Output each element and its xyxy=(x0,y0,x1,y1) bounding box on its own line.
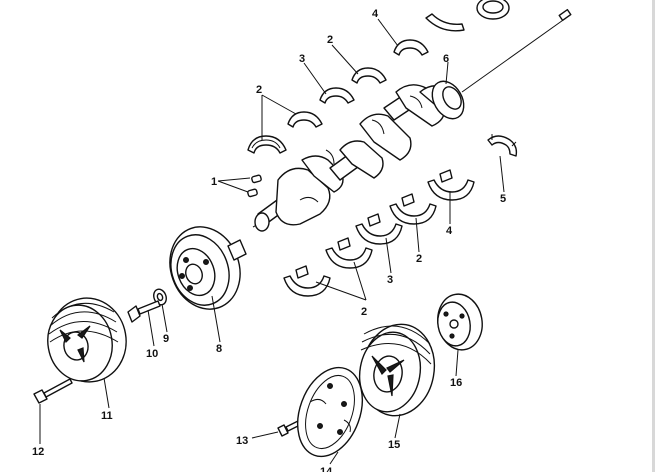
leader-lines xyxy=(39,18,505,465)
lower-bearing-shell-c xyxy=(355,213,403,245)
callout-3-upper: 3 xyxy=(299,53,305,65)
bearing-inserts-1 xyxy=(247,174,262,198)
callout-4-lower: 4 xyxy=(446,225,453,237)
thrust-bearing xyxy=(487,134,518,157)
page-edge-shadow xyxy=(652,0,655,472)
upper-bearing-shell-a xyxy=(247,135,287,154)
callout-5: 5 xyxy=(500,193,506,205)
callout-13: 13 xyxy=(236,435,248,447)
callout-1: 1 xyxy=(211,176,217,188)
lower-bearing-shell-a xyxy=(283,265,331,297)
callout-2-left: 2 xyxy=(256,84,262,96)
callout-16: 16 xyxy=(450,377,462,389)
callout-11: 11 xyxy=(101,410,113,422)
lower-bearing-shell-d xyxy=(389,193,437,225)
callout-8: 8 xyxy=(216,343,222,355)
top-seal-ring xyxy=(476,0,510,20)
upper-bearing-shell-e xyxy=(393,39,429,56)
bolt-12 xyxy=(33,378,73,404)
upper-bearing-shell-d xyxy=(351,67,387,84)
top-bearing-shell xyxy=(425,13,465,32)
lower-bearing-shell-e xyxy=(427,169,475,201)
callout-2-mid: 2 xyxy=(327,34,333,46)
upper-bearing-shell-c xyxy=(319,87,355,104)
pulley-15 xyxy=(358,323,436,417)
pulley-11 xyxy=(47,297,127,383)
upper-bearing-shell-b xyxy=(287,111,323,128)
crankshaft xyxy=(254,80,465,232)
callout-2-right: 2 xyxy=(416,253,422,265)
hub-16 xyxy=(437,293,483,351)
lower-bearing-shell-b xyxy=(325,237,373,269)
callout-labels: 1 2 2 2 2 3 3 4 4 5 6 8 9 10 11 12 13 14… xyxy=(32,8,506,472)
callout-6: 6 xyxy=(443,53,449,65)
shield-14 xyxy=(297,366,363,458)
callout-10: 10 xyxy=(146,348,158,360)
callout-15: 15 xyxy=(388,439,400,451)
callout-14: 14 xyxy=(320,466,333,472)
harmonic-damper xyxy=(169,226,247,310)
callout-9: 9 xyxy=(163,333,169,345)
bolt-10 xyxy=(127,300,161,323)
callout-2-lower: 2 xyxy=(361,306,367,318)
callout-12: 12 xyxy=(32,446,44,458)
callout-3-lower: 3 xyxy=(387,274,393,286)
callout-4-upper: 4 xyxy=(372,8,379,20)
